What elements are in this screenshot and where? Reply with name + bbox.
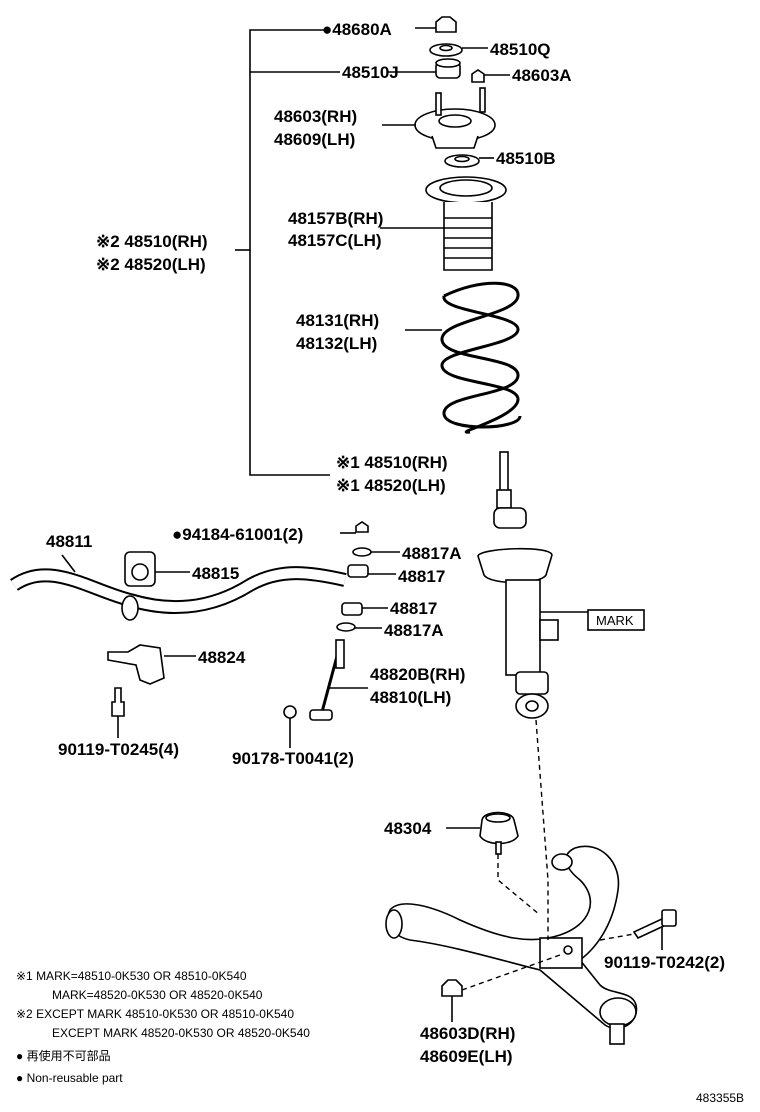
label-48817A-top: 48817A	[402, 544, 462, 563]
nut-94184	[340, 521, 369, 534]
label-48811: 48811	[46, 532, 92, 551]
label-48609E: 48609E(LH)	[420, 1047, 513, 1066]
bolt-90119-T0245	[111, 687, 125, 738]
cushion-48817A-top	[352, 547, 400, 557]
note-1-line-b: MARK=48520-0K530 OR 48520-0K540	[52, 988, 263, 1002]
washer-48510Q	[429, 43, 488, 57]
bolt-90119-T0242	[632, 909, 677, 950]
nut-48680A	[415, 16, 457, 33]
label-48815: 48815	[192, 564, 239, 583]
label-48820B: 48820B(RH)	[370, 665, 465, 684]
cushion-48817A-bot	[336, 622, 382, 632]
mark-box	[587, 609, 645, 631]
label-48132: 48132(LH)	[296, 334, 377, 353]
shock-absorber-48510	[477, 451, 588, 719]
lower-arm	[385, 845, 638, 1045]
label-48304: 48304	[384, 819, 432, 838]
upper-mount-48603	[382, 87, 496, 149]
bearing-48510B	[444, 154, 494, 168]
assembly-dashes	[461, 719, 635, 991]
label-90119-T0242: 90119-T0242(2)	[604, 953, 725, 972]
label-48817-top: 48817	[398, 567, 445, 586]
cushion-48817-top	[347, 564, 396, 578]
nut-48603A	[471, 69, 510, 83]
coil-spring-48131	[405, 281, 522, 434]
stabilizer-bushing-48815	[124, 551, 190, 587]
label-48510Q: 48510Q	[490, 40, 551, 59]
label-48520-lh-2: ※2 48520(LH)	[96, 255, 206, 274]
label-90119-T0245: 90119-T0245(4)	[58, 740, 179, 759]
label-48817-bot: 48817	[390, 599, 437, 618]
nut-48603D	[441, 979, 463, 1022]
label-48817A-bot: 48817A	[384, 621, 444, 640]
bushing-48304	[446, 811, 519, 855]
label-48510-rh-1: ※1 48510(RH)	[336, 453, 448, 472]
note-non-reusable-en: ● Non-reusable part	[16, 1071, 123, 1085]
bushing-48510J	[388, 58, 461, 79]
bracket-48824	[107, 644, 196, 685]
note-1-line-a: ※1 MARK=48510-0K530 OR 48510-0K540	[16, 969, 247, 983]
boot-48157	[380, 176, 507, 271]
label-48603D: 48603D(RH)	[420, 1024, 515, 1043]
stabilizer-link-48820B	[283, 639, 368, 721]
label-48603-rh: 48603(RH)	[274, 107, 357, 126]
label-48510B: 48510B	[496, 149, 556, 168]
label-48510-rh-2: ※2 48510(RH)	[96, 232, 208, 251]
label-94184: ●94184-61001(2)	[172, 525, 303, 544]
bushing-ring	[121, 595, 139, 621]
label-48680A: ●48680A	[322, 20, 392, 39]
label-48609-lh: 48609(LH)	[274, 130, 355, 149]
label-48810: 48810(LH)	[370, 688, 451, 707]
label-48520-lh-1: ※1 48520(LH)	[336, 476, 446, 495]
label-48157B: 48157B(RH)	[288, 209, 383, 228]
label-48510J: 48510J	[342, 63, 399, 82]
note-non-reusable-jp: ● 再使用不可部品	[16, 1048, 111, 1063]
label-48131: 48131(RH)	[296, 311, 379, 330]
note-2-line-a: ※2 EXCEPT MARK 48510-0K530 OR 48510-0K54…	[16, 1007, 294, 1021]
cushion-48817-bot	[341, 602, 388, 616]
note-2-line-b: EXCEPT MARK 48520-0K530 OR 48520-0K540	[52, 1026, 310, 1040]
assembly-bracket	[235, 29, 340, 476]
label-48157C: 48157C(LH)	[288, 231, 382, 250]
label-mark: MARK	[596, 613, 634, 628]
label-90178-T0041: 90178-T0041(2)	[232, 749, 354, 768]
label-48603A: 48603A	[512, 66, 572, 85]
label-48824: 48824	[198, 648, 246, 667]
stabilizer-bar-48811	[10, 554, 347, 615]
diagram-id: 483355B	[696, 1091, 744, 1105]
